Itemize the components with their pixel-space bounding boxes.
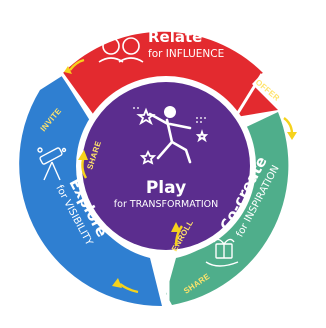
stars-icon (136, 107, 209, 165)
center-subtitle: for TRANSFORMATION (114, 199, 218, 210)
arrow-offer-icon (283, 117, 297, 140)
arrow-explore-icon (112, 278, 139, 294)
relate-subtitle: for INFLUENCE (148, 48, 224, 60)
hand-gift-icon (205, 238, 239, 267)
arrow-relate-icon (64, 58, 85, 74)
arrow-invite-icon (78, 150, 88, 179)
telescope-icon (37, 147, 67, 181)
center-title: Play (146, 178, 186, 198)
two-people-talking-icon (98, 21, 144, 63)
explore-segment (19, 76, 162, 307)
cocreate-segment (166, 112, 289, 305)
arrow-cocreate-icon (171, 222, 183, 247)
relate-title: Relate (148, 28, 202, 46)
